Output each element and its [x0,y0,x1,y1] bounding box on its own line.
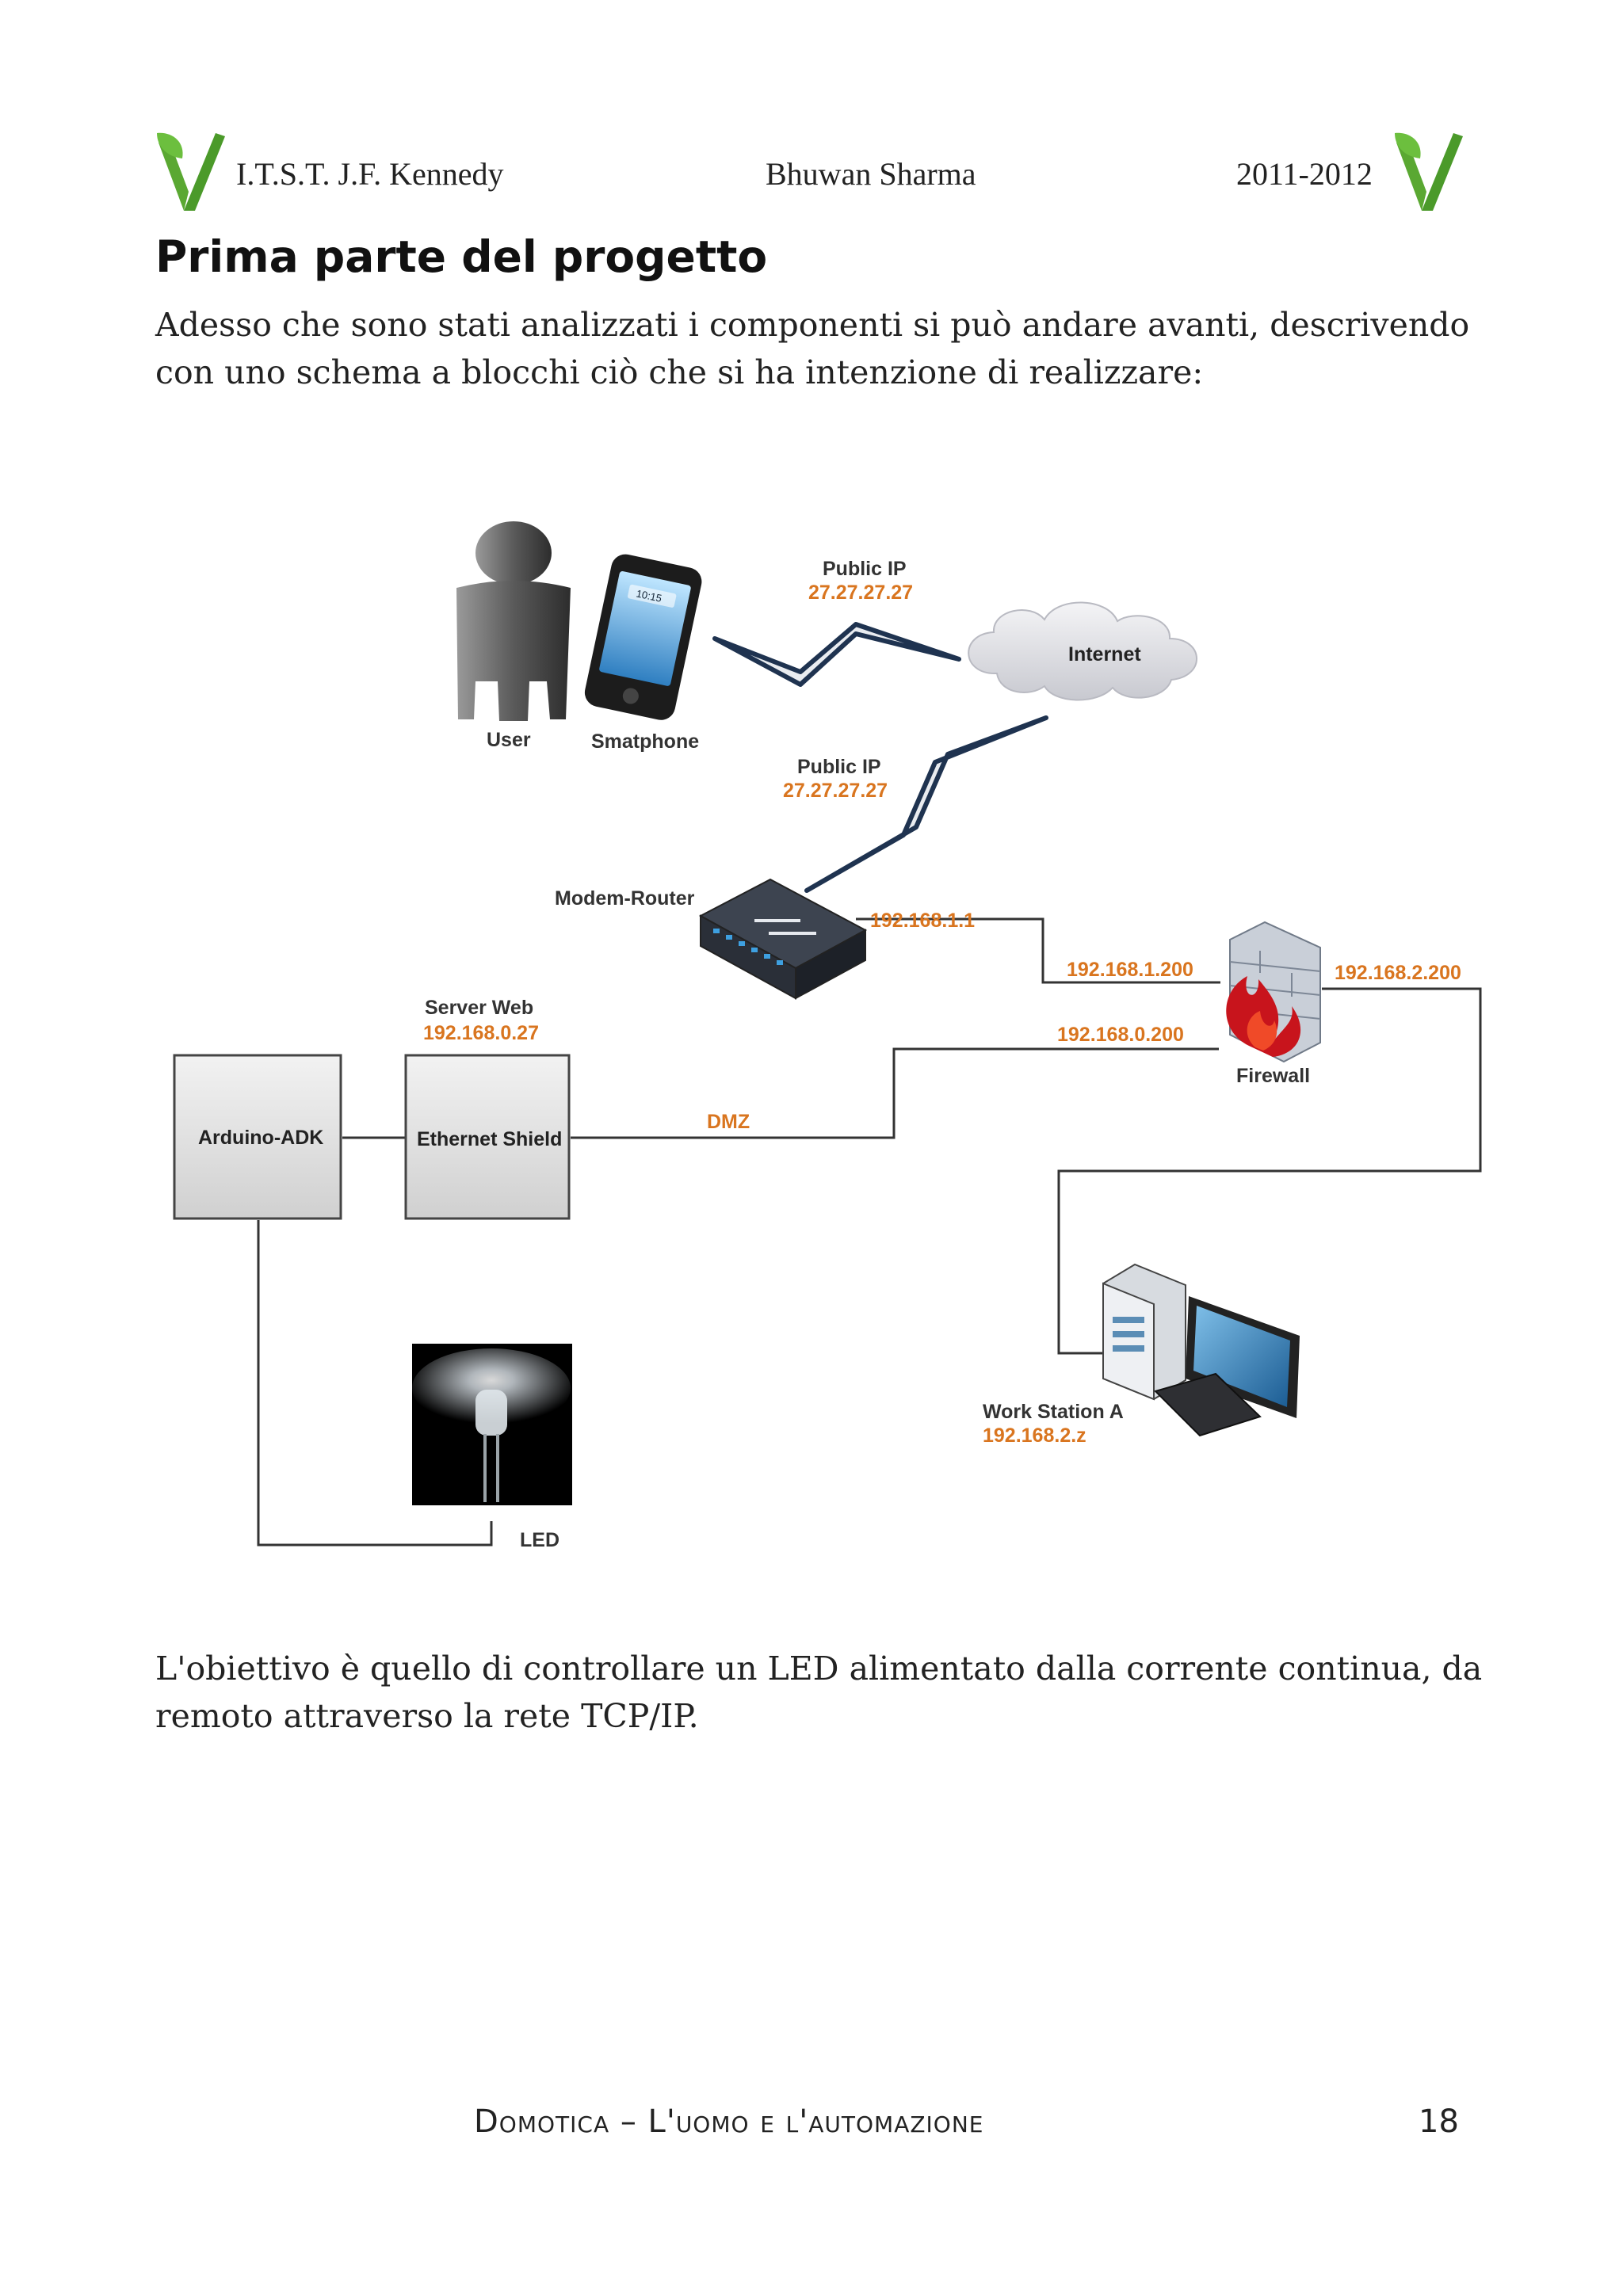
led-photo [412,1344,572,1505]
public-ip-value-2: 27.27.27.27 [783,780,888,802]
server-web-label: Server Web [425,997,533,1019]
firewall-icon [1226,921,1321,1063]
router-lan-ip: 192.168.1.1 [870,910,975,932]
public-ip-value-1: 27.27.27.27 [808,582,913,604]
header-author: Bhuwan Sharma [766,156,976,192]
smartphone-icon: 10:15 [584,554,702,720]
ethernet-shield-label: Ethernet Shield [417,1128,562,1150]
right-logo-icon [1395,132,1463,211]
public-ip-label-1: Public IP [823,558,907,580]
section-title: Prima parte del progetto [155,231,768,282]
firewall-dmz-ip: 192.168.0.200 [1057,1024,1184,1046]
smartphone-label: Smatphone [591,730,699,753]
internet-label: Internet [1068,643,1141,666]
arduino-adk-label: Arduino-ADK [198,1127,323,1149]
modem-router-label: Modem-Router [555,887,695,910]
user-label: User [487,729,531,751]
workstation-icon [1102,1263,1300,1437]
left-logo-icon [157,132,225,211]
header-year: 2011-2012 [1236,156,1373,192]
ethernet-shield-box: Ethernet Shield [404,1054,571,1220]
header-school: I.T.S.T. J.F. Kennedy [236,156,504,192]
user-icon [456,521,571,721]
connection-lines [257,917,1482,1547]
internet-cloud-icon [968,601,1197,701]
wireless-link-phone-internet [712,622,961,687]
dmz-label: DMZ [707,1111,750,1133]
public-ip-label-2: Public IP [797,756,881,778]
firewall-lan-ip: 192.168.2.200 [1335,962,1461,984]
led-label: LED [520,1529,559,1551]
phone-clock: 10:15 [635,587,663,604]
modem-router-icon [698,878,868,1000]
page-number: 18 [1419,2103,1459,2140]
footer-title: Domotica – L'uomo e l'automazione [474,2103,984,2140]
workstation-label: Work Station A [983,1401,1124,1423]
arduino-adk-box: Arduino-ADK [173,1054,342,1220]
workstation-ip: 192.168.2.z [983,1425,1086,1447]
network-diagram: User 10:15 Smatphone Public IP 27.27.27.… [173,521,1482,1551]
wireless-link-internet-router [804,715,1048,893]
firewall-wan-ip: 192.168.1.200 [1067,959,1193,981]
intro-paragraph: Adesso che sono stati analizzati i compo… [155,306,1470,391]
server-web-ip: 192.168.0.27 [423,1022,539,1044]
conclusion-paragraph: L'obiettivo è quello di controllare un L… [155,1650,1483,1735]
firewall-label: Firewall [1236,1065,1310,1087]
